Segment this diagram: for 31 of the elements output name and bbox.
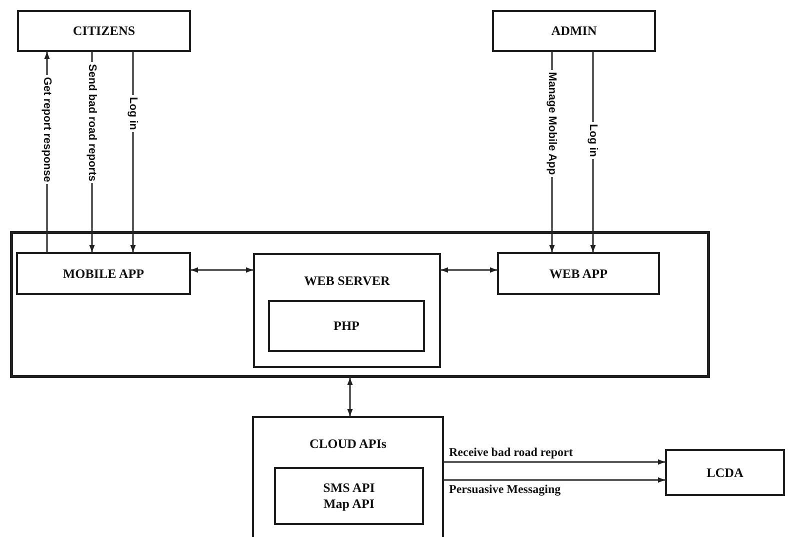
node-label: CITIZENS bbox=[72, 23, 136, 39]
edge-label: Manage Mobile App bbox=[546, 70, 558, 177]
edge-label: Persuasive Messaging bbox=[448, 483, 562, 496]
process-box bbox=[665, 449, 785, 496]
edge-label: Log in bbox=[586, 122, 600, 159]
edge-label: Get report response bbox=[40, 75, 54, 184]
process-box bbox=[274, 467, 424, 525]
node-label: CLOUD APIs bbox=[310, 436, 386, 452]
process-box bbox=[492, 10, 656, 52]
node-label: WEB SERVER bbox=[304, 273, 390, 289]
node-label: ADMIN bbox=[551, 23, 597, 39]
process-box bbox=[268, 300, 425, 352]
process-box bbox=[497, 252, 660, 295]
node-label: WEB APP bbox=[549, 266, 608, 282]
arrow bbox=[444, 477, 665, 483]
process-box bbox=[253, 253, 441, 368]
node-label: SMS API Map API bbox=[322, 480, 376, 512]
edge-label: Receive bad road report bbox=[448, 446, 574, 460]
process-box bbox=[17, 10, 191, 52]
process-box bbox=[252, 416, 444, 537]
node-label: LCDA bbox=[706, 464, 744, 480]
node-label: PHP bbox=[334, 318, 360, 334]
arrow bbox=[444, 459, 665, 465]
container-box bbox=[10, 231, 710, 378]
arrow bbox=[441, 267, 497, 273]
edge-label: Log in bbox=[126, 95, 140, 132]
edge-label: Send bad road reports bbox=[86, 62, 98, 184]
process-box bbox=[16, 252, 191, 295]
arrow bbox=[191, 267, 253, 273]
node-label: MOBILE APP bbox=[62, 266, 144, 282]
arrow bbox=[347, 378, 353, 416]
